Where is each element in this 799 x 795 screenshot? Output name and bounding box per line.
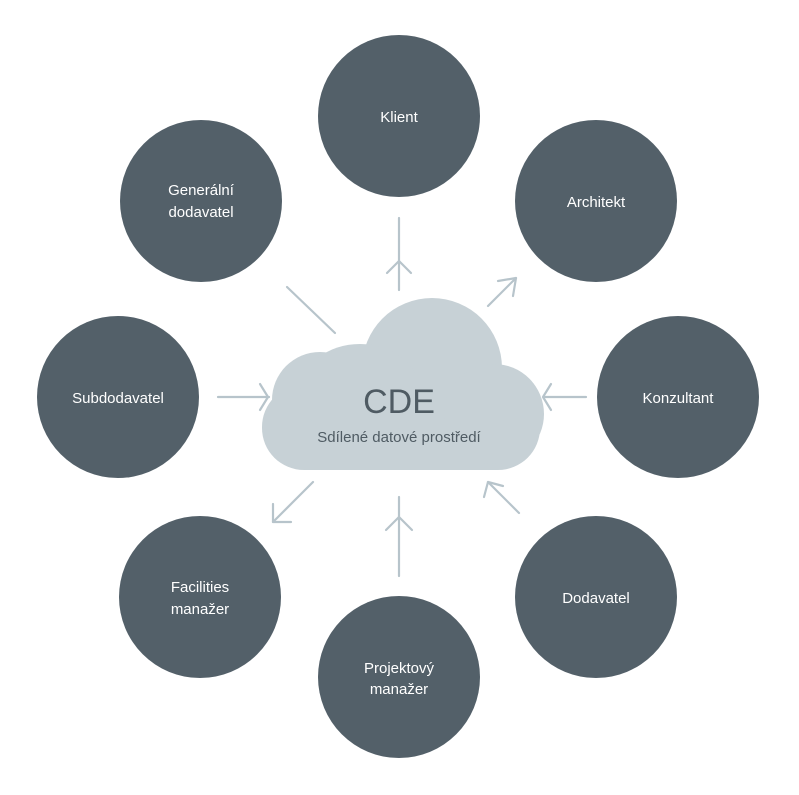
node-generalni-dodavatel-label-1: Generální bbox=[168, 182, 235, 199]
connector-dodavatel bbox=[482, 480, 521, 515]
connector-konzultant bbox=[541, 382, 588, 412]
connector-facilities-manazer bbox=[271, 480, 315, 524]
node-konzultant-label: Konzultant bbox=[643, 390, 715, 407]
node-konzultant: Konzultant bbox=[597, 316, 759, 478]
node-facilities-manazer: Facilities manažer bbox=[119, 516, 281, 678]
connector-klient bbox=[385, 216, 413, 292]
cloud-shape bbox=[262, 298, 544, 470]
node-generalni-dodavatel: Generální dodavatel bbox=[120, 120, 282, 282]
node-projektovy-manazer-label-1: Projektový bbox=[364, 660, 435, 677]
node-klient-label: Klient bbox=[380, 109, 418, 126]
connector-generalni-dodavatel bbox=[285, 285, 337, 335]
node-projektovy-manazer-label-2: manažer bbox=[370, 681, 428, 698]
node-facilities-manazer-label-2: manažer bbox=[171, 601, 229, 618]
cde-cloud: CDE Sdílené datové prostředí bbox=[262, 298, 544, 470]
node-klient: Klient bbox=[318, 35, 480, 197]
node-subdodavatel: Subdodavatel bbox=[37, 316, 199, 478]
node-facilities-manazer-label-1: Facilities bbox=[171, 579, 229, 596]
cde-subtitle: Sdílené datové prostředí bbox=[317, 429, 481, 446]
node-architekt-label: Architekt bbox=[567, 194, 626, 211]
node-projektovy-manazer: Projektový manažer bbox=[318, 596, 480, 758]
node-architekt: Architekt bbox=[515, 120, 677, 282]
connector-architekt bbox=[486, 276, 518, 308]
node-dodavatel: Dodavatel bbox=[515, 516, 677, 678]
node-subdodavatel-label: Subdodavatel bbox=[72, 390, 164, 407]
node-generalni-dodavatel-label-2: dodavatel bbox=[168, 204, 233, 221]
connector-subdodavatel bbox=[216, 382, 271, 412]
node-dodavatel-label: Dodavatel bbox=[562, 590, 630, 607]
cde-title: CDE bbox=[363, 383, 435, 421]
connector-projektovy-manazer bbox=[384, 495, 414, 578]
